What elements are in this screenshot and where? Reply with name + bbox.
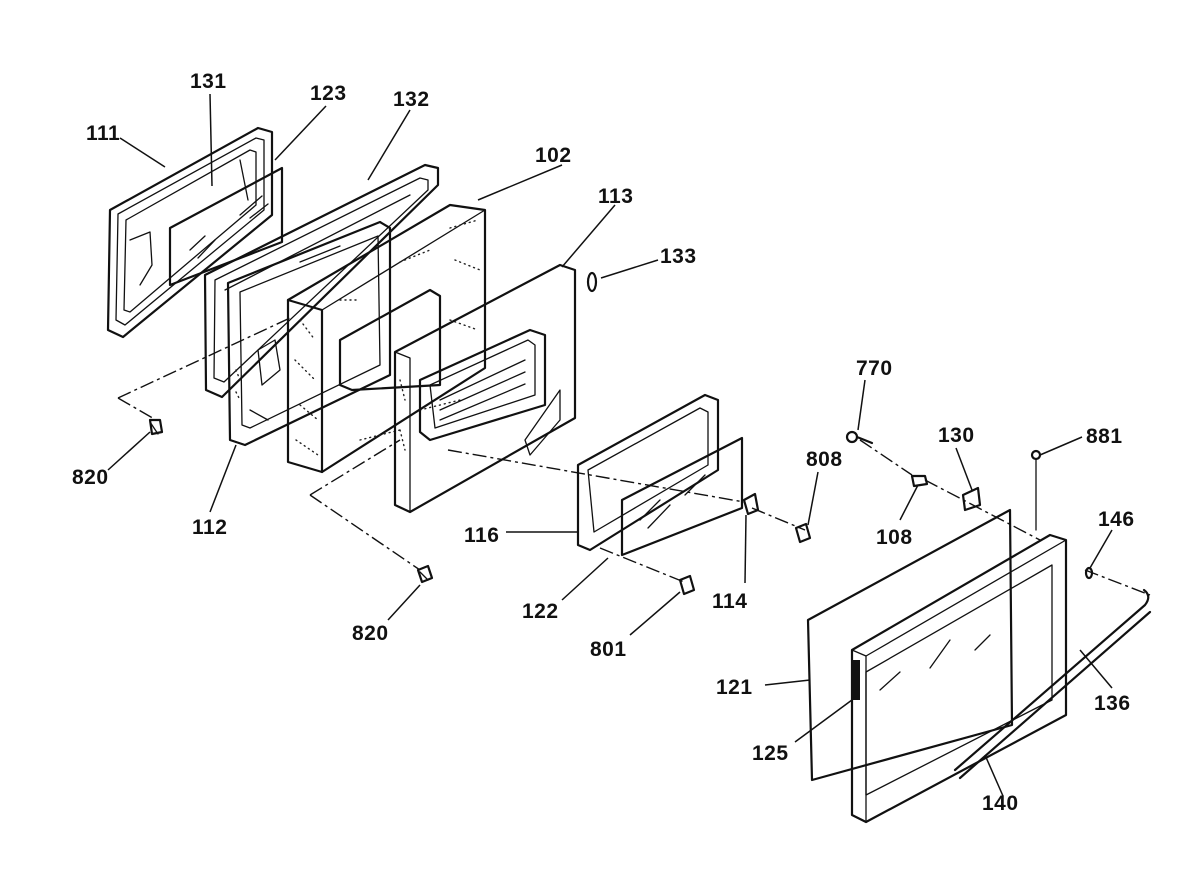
label-132: 132 bbox=[393, 88, 430, 111]
leader-lines bbox=[107, 93, 1113, 797]
label-820-lower: 820 bbox=[352, 622, 389, 645]
part-112-liner bbox=[226, 220, 392, 447]
part-113-inner-panel bbox=[393, 263, 577, 514]
label-111: 111 bbox=[86, 122, 120, 145]
part-808-screw bbox=[794, 522, 812, 544]
label-770: 770 bbox=[856, 357, 893, 380]
part-labels: 111 131 123 132 102 113 133 820 112 820 … bbox=[72, 70, 1135, 815]
label-116: 116 bbox=[464, 524, 499, 547]
part-121-outer-glass bbox=[806, 508, 1014, 782]
label-121: 121 bbox=[716, 676, 753, 699]
label-131: 131 bbox=[190, 70, 227, 93]
part-881-screw bbox=[1030, 449, 1042, 531]
label-140: 140 bbox=[982, 792, 1019, 815]
part-130-block bbox=[961, 486, 982, 512]
label-808: 808 bbox=[806, 448, 843, 471]
label-820-upper: 820 bbox=[72, 466, 109, 489]
label-125: 125 bbox=[752, 742, 789, 765]
part-133-pin bbox=[586, 271, 598, 293]
label-801: 801 bbox=[590, 638, 627, 661]
label-123: 123 bbox=[310, 82, 347, 105]
label-146: 146 bbox=[1098, 508, 1135, 531]
label-108: 108 bbox=[876, 526, 913, 549]
part-820-screw-lower bbox=[416, 564, 434, 584]
part-140-outer-door bbox=[850, 533, 1068, 824]
part-770-screw bbox=[845, 430, 874, 445]
assembly-lines bbox=[117, 317, 1151, 596]
part-102-insulation bbox=[286, 203, 487, 474]
part-108-fastener bbox=[910, 474, 929, 488]
label-133: 133 bbox=[660, 245, 697, 268]
part-132-gasket-frame bbox=[203, 163, 440, 399]
part-136-handle bbox=[953, 588, 1152, 780]
part-114-clip bbox=[742, 492, 760, 516]
label-881: 881 bbox=[1086, 425, 1123, 448]
label-112: 112 bbox=[192, 516, 227, 539]
label-114: 114 bbox=[712, 590, 747, 613]
label-136: 136 bbox=[1094, 692, 1131, 715]
part-820-screw-upper bbox=[148, 418, 164, 436]
part-116-retainer bbox=[576, 393, 720, 552]
label-102: 102 bbox=[535, 144, 572, 167]
label-130: 130 bbox=[938, 424, 975, 447]
part-111-rear-frame bbox=[106, 126, 274, 339]
label-113: 113 bbox=[598, 185, 633, 208]
part-122-glass bbox=[620, 436, 744, 557]
part-801-screw bbox=[678, 574, 696, 596]
part-131-glass bbox=[168, 166, 284, 287]
label-122: 122 bbox=[522, 600, 559, 623]
